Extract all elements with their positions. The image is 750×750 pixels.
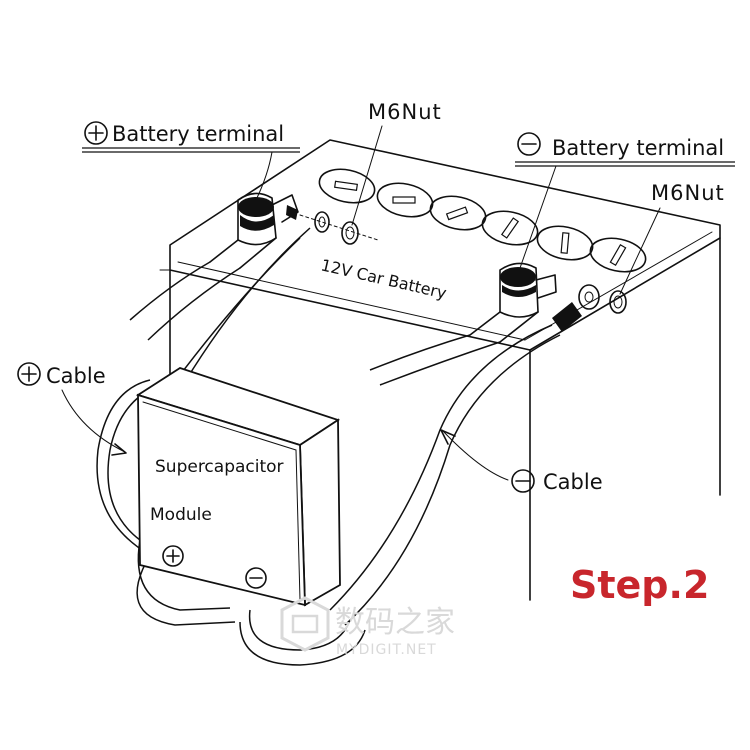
positive-terminal-text: Battery terminal — [112, 122, 284, 146]
negative-cable-label: Cable — [440, 429, 603, 494]
positive-cable-text: Cable — [46, 364, 106, 388]
module-minus-icon — [245, 567, 267, 589]
right-nut-label: M6Nut — [619, 181, 725, 295]
supercapacitor-module — [135, 367, 341, 607]
positive-cable-label: Cable — [17, 362, 127, 456]
step-title: Step.2 — [570, 563, 709, 607]
watermark-cn: 数码之家 — [335, 605, 455, 640]
positive-terminal-label: Battery terminal — [82, 121, 300, 201]
left-nut-label: M6Nut — [351, 100, 442, 226]
battery-cell-caps — [318, 168, 647, 273]
watermark: 数码之家 MYDIGIT.NET — [280, 596, 455, 658]
battery-label: 12V Car Battery — [319, 255, 448, 302]
positive-terminal-clamp — [209, 192, 299, 269]
module-plus-icon — [162, 545, 184, 567]
right-ring-terminal-and-nut — [552, 284, 627, 332]
module-label-line2: Module — [150, 505, 212, 525]
negative-cable-text: Cable — [543, 470, 603, 494]
right-nut-text: M6Nut — [651, 181, 725, 205]
left-nut-text: M6Nut — [368, 100, 442, 124]
left-washer-and-nut — [299, 211, 379, 245]
negative-terminal-label: Battery terminal — [515, 132, 735, 269]
negative-terminal-text: Battery terminal — [552, 136, 724, 160]
negative-terminal-clamp — [469, 262, 557, 343]
watermark-en: MYDIGIT.NET — [336, 642, 437, 658]
watermark-logo-icon — [280, 596, 330, 652]
module-label-line1: Supercapacitor — [155, 457, 284, 477]
